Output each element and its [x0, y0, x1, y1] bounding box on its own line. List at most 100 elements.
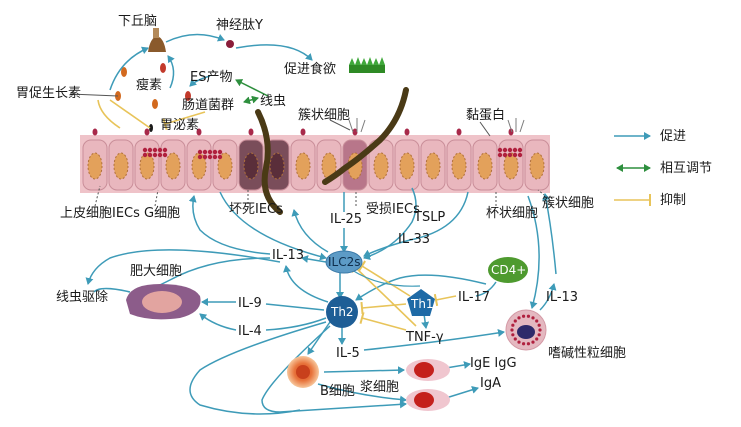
granule — [152, 147, 158, 153]
mucus-droplet — [92, 128, 98, 136]
grass-icon — [349, 57, 385, 73]
label-cd4: CD4+ — [491, 263, 527, 277]
hormone-dot-icon — [160, 63, 166, 73]
arrow-tuft-eos — [527, 195, 540, 309]
arrow-cd4-il17 — [475, 281, 497, 297]
granule — [207, 154, 213, 160]
granule — [513, 337, 517, 341]
label-th2: Th2 — [331, 305, 354, 319]
cell-nucleus — [477, 152, 493, 180]
inhibit-th1-th2 — [360, 301, 407, 315]
inhibit-flora-gastrin — [162, 111, 206, 131]
arrow-npy-appetite — [235, 44, 313, 61]
cell-nucleus — [87, 152, 103, 180]
granule — [535, 337, 539, 341]
granule — [526, 342, 531, 346]
arrow-hypothalamus-npy — [165, 33, 225, 43]
granule — [157, 147, 163, 153]
granule — [512, 152, 518, 158]
granule — [207, 149, 213, 155]
cell-nucleus — [191, 152, 207, 180]
label-il5: IL-5 — [336, 346, 360, 361]
label-mast-cell: 肥大细胞 — [130, 264, 183, 279]
granule — [537, 323, 541, 327]
label-hypothalamus: 下丘脑 — [118, 14, 158, 29]
granule — [497, 147, 503, 153]
granule — [152, 152, 158, 158]
granule — [512, 147, 518, 153]
granule — [502, 152, 508, 158]
arrow-th2-bcell — [307, 321, 331, 355]
arrow-mast-helminth — [93, 287, 131, 293]
label-damaged: 受损IECs — [366, 202, 420, 217]
granule — [521, 314, 526, 318]
epithelial-cells — [82, 128, 550, 191]
granule — [517, 316, 521, 320]
arrow-il33-ilc2 — [363, 191, 469, 257]
label-gastrin: 胃泌素 — [160, 118, 200, 133]
cell-nucleus — [529, 152, 545, 180]
hormone-dot-icon — [185, 91, 191, 101]
arrow-il13-tuft — [542, 193, 557, 275]
arrow-th1-tnf — [421, 313, 430, 329]
granule — [147, 152, 153, 158]
cell-nucleus — [217, 152, 233, 180]
granule — [507, 152, 513, 158]
label-il13-top: IL-13 — [272, 248, 305, 263]
granule — [162, 152, 168, 158]
granule — [212, 149, 218, 155]
npy-dot-icon — [226, 40, 234, 48]
arrow-th2-il13 — [283, 265, 329, 303]
cell-nucleus — [399, 152, 415, 180]
label-mucin: 黏蛋白 — [466, 108, 506, 123]
inhibit-ghrelin-line2 — [97, 99, 121, 129]
label-helminth-expulsion: 线虫驱除 — [56, 290, 109, 305]
granule — [517, 147, 523, 153]
arrow-ilc2-down — [351, 269, 421, 287]
hypothalamus-icon — [148, 28, 166, 52]
label-il25: IL-25 — [330, 212, 363, 227]
mucus-droplet — [352, 128, 358, 136]
cell-nucleus — [425, 152, 441, 180]
arrow-ghrelin-hypothalamus — [109, 46, 149, 91]
mucus-droplet — [508, 128, 514, 136]
legend — [614, 132, 651, 206]
granule — [531, 340, 535, 344]
cell-nucleus — [139, 152, 155, 180]
mucus-droplet — [300, 128, 306, 136]
label-npy: 神经肽Y — [216, 18, 263, 33]
arrow-es-leptin — [189, 75, 211, 87]
leader-tuft-top — [329, 119, 351, 131]
cell-nucleus — [503, 152, 519, 180]
arrow-helminth-es — [235, 79, 269, 97]
granule — [217, 154, 223, 160]
granule — [157, 152, 163, 158]
granule — [538, 328, 542, 332]
label-il9: IL-9 — [238, 296, 262, 311]
th1-cell — [407, 289, 435, 316]
cell-nucleus — [113, 152, 129, 180]
label-il13-right: IL-13 — [546, 290, 579, 305]
label-necrotic: 坏死IECs — [229, 202, 283, 217]
cd4-cell — [488, 257, 528, 283]
arrow-leptin-hypothalamus — [167, 55, 175, 89]
label-il4: IL-4 — [238, 324, 262, 339]
arrow-il4-mast — [199, 313, 237, 331]
granule — [147, 147, 153, 153]
label-ghrelin: 胃促生长素 — [16, 86, 82, 101]
ilc2s-cell — [325, 250, 363, 274]
arrow-ilc2-il13 — [301, 255, 327, 263]
label-gut-flora: 肠道菌群 — [182, 98, 235, 113]
helminth-worm-icon — [322, 87, 409, 185]
arrow-bcell-plasma2 — [317, 383, 407, 404]
arrow-th2-long2 — [189, 321, 327, 415]
granule — [507, 147, 513, 153]
granule — [212, 154, 218, 160]
legend-inhibit-label: 抑制 — [660, 193, 687, 208]
granule — [142, 147, 148, 153]
label-goblet: 杯状细胞 — [486, 206, 539, 221]
label-promote-appetite: 促进食欲 — [284, 62, 337, 77]
arrow-il13-helminth — [85, 249, 281, 285]
